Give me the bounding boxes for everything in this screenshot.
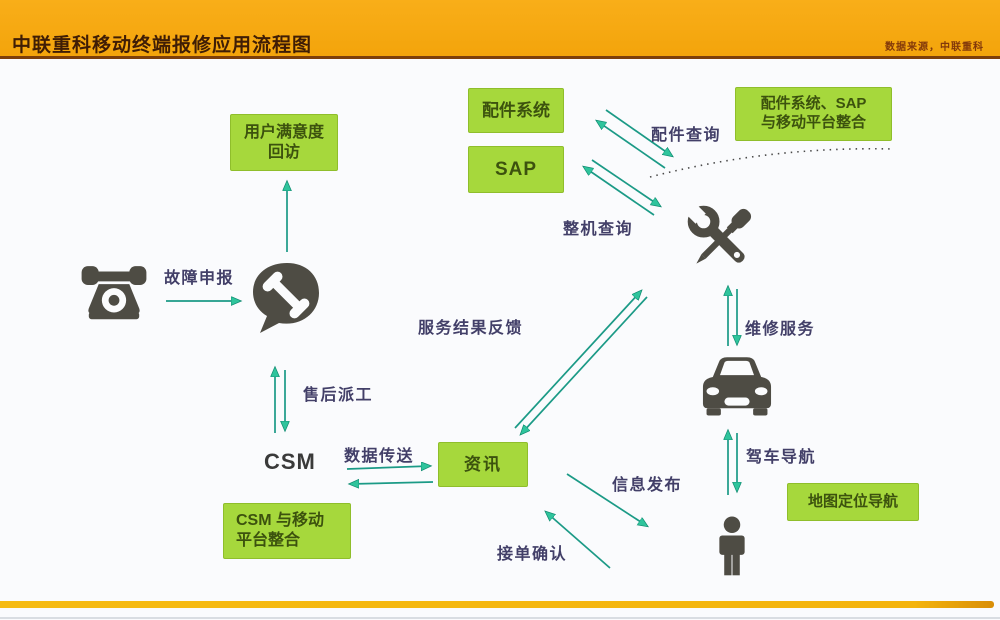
header-bar: 中联重科移动终端报修应用流程图 数据来源，中联重科 [0,0,1000,59]
label-repair-service: 维修服务 [745,321,816,338]
arrow-data-right [346,466,430,469]
telephone-icon [81,266,147,320]
arrow-info-publish [566,473,647,526]
phone-speech-bubble-icon [253,263,319,333]
box-sap-label: SAP [494,158,538,180]
box-csm-line2: 平台整合 [236,532,301,549]
bottom-accent-stripe [0,601,994,608]
box-parts-sap-line2: 与移动平台整合 [760,114,866,131]
box-parts-sap-line1: 配件系统、SAP [760,95,867,113]
label-machine-query: 整机查询 [563,221,634,238]
arrow-machine-query-back [584,167,655,216]
label-csm: CSM [264,449,316,474]
label-fault-report: 故障申报 [164,270,235,287]
dotted-connector [649,147,895,178]
box-map-nav: 地图定位导航 [787,483,919,521]
label-data-transfer: 数据传送 [344,448,415,465]
label-after-sales-dispatch: 售后派工 [303,387,374,404]
box-map-nav-label: 地图定位导航 [807,492,898,510]
box-user-satisfaction: 用户满意度 回访 [230,114,338,171]
bottom-edge-line [0,617,1000,619]
box-user-satisfaction-line1: 用户满意度 [243,123,324,141]
car-icon [702,357,772,416]
label-order-confirm: 接单确认 [497,546,568,563]
label-service-feedback: 服务结果反馈 [418,320,524,337]
box-info: 资讯 [438,442,528,487]
box-csm-line1: CSM 与移动 [236,512,325,529]
arrow-parts-query-out [605,109,672,156]
box-info-label: 资讯 [464,454,502,474]
arrow-feedback-up [514,291,641,429]
arrow-data-left [350,482,434,484]
arrow-feedback-down [521,296,648,434]
box-parts-sap-mobile-integration: 配件系统、SAP 与移动平台整合 [735,87,892,141]
page-title: 中联重科移动终端报修应用流程图 [12,35,313,56]
box-sap: SAP [468,146,564,193]
box-user-satisfaction-line2: 回访 [267,143,300,161]
box-csm-mobile-integration: CSM 与移动 平台整合 [223,503,351,559]
label-parts-query: 配件查询 [651,127,722,144]
box-parts-system: 配件系统 [468,88,564,133]
arrow-order-confirm [546,512,611,569]
arrow-machine-query-out [591,159,660,206]
arrow-parts-query-back [597,121,666,169]
box-parts-system-label: 配件系统 [482,100,550,120]
source-credit: 数据来源，中联重科 [885,42,984,53]
person-icon [719,516,745,576]
label-drive-nav: 驾车导航 [746,449,817,466]
wrench-screwdriver-icon [684,202,752,264]
label-info-publish: 信息发布 [612,477,683,494]
